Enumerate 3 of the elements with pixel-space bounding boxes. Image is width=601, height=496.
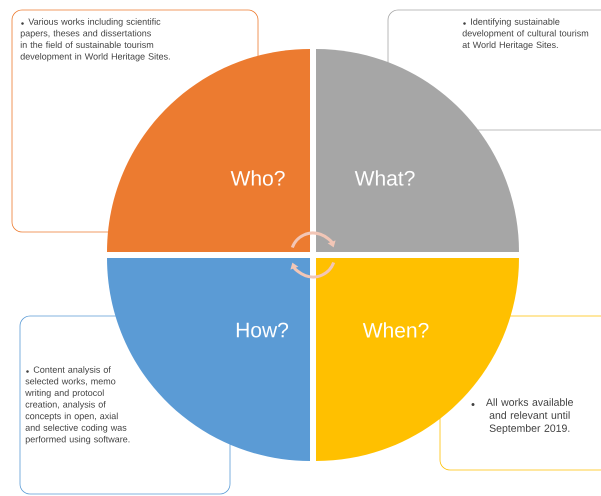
curved-arrow <box>290 262 336 278</box>
curved-arrow <box>290 232 336 248</box>
quadrant-segment: What? <box>316 49 519 252</box>
